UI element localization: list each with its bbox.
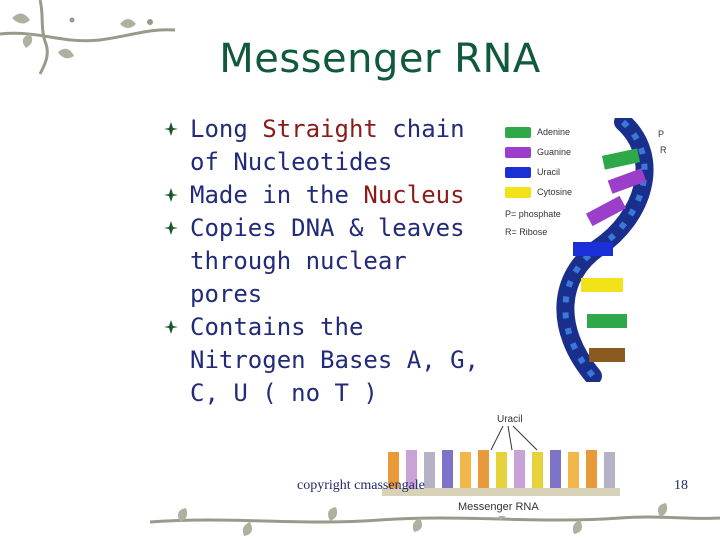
copyright-footer: copyright cmassengale	[297, 478, 425, 493]
legend-label: Uracil	[537, 167, 561, 177]
bullet-text: Long Straight chain of Nucleotides	[190, 115, 465, 176]
legend-label: Cytosine	[537, 187, 573, 197]
legend-swatch	[505, 187, 531, 198]
page-number: 18	[674, 478, 688, 493]
phosphate-note: P= phosphate	[505, 209, 561, 219]
bullet-highlight: Nucleus	[363, 181, 465, 209]
bullet-item: Made in the Nucleus	[163, 179, 493, 212]
legend-swatch	[505, 147, 531, 158]
slide-title: Messenger RNA	[219, 36, 541, 82]
diamond-bullet-icon	[164, 122, 178, 136]
rna-strand-figure: Adenine Guanine Uracil Cytosine P= phosp…	[503, 118, 669, 382]
diamond-bullet-icon	[164, 221, 178, 235]
legend-label: Guanine	[537, 147, 572, 157]
bullet-item: Contains the Nitrogen Bases A, G, C, U (…	[163, 311, 493, 410]
bullet-text: Copies DNA & leaves through nuclear pore…	[190, 214, 465, 308]
ribose-note: R= Ribose	[505, 227, 548, 237]
bullet-text: Made in the Nucleus	[190, 181, 465, 209]
bullet-segment: Copies DNA & leaves through nuclear pore…	[190, 214, 465, 308]
mrna-bases-illustration	[382, 425, 620, 496]
bullet-text: Contains the Nitrogen Bases A, G, C, U (…	[190, 313, 479, 407]
vine-bottom-decoration	[149, 503, 720, 536]
diamond-bullet-icon	[164, 320, 178, 334]
bullet-segment: Long	[190, 115, 263, 143]
legend-label: Adenine	[537, 127, 571, 137]
mrna-bases-figure: Uracil Messenger RNA	[374, 406, 624, 516]
bullet-segment: Made in the	[190, 181, 364, 209]
mrna-caption: Messenger RNA	[458, 501, 539, 513]
strand-label-r: R	[660, 145, 667, 155]
bullet-segment: Contains the Nitrogen Bases A, G, C, U (…	[190, 313, 479, 407]
bullet-segment: chain of Nucleotides	[190, 115, 465, 176]
bullet-item: Long Straight chain of Nucleotides	[163, 113, 493, 179]
uracil-callout: Uracil	[497, 414, 523, 425]
bullet-list: Long Straight chain of Nucleotides Made …	[163, 113, 493, 410]
strand-label-p: P	[658, 129, 665, 139]
bullet-item: Copies DNA & leaves through nuclear pore…	[163, 212, 493, 311]
mrna-base-pegs	[388, 450, 615, 490]
legend-swatch	[505, 167, 531, 178]
vine-top-decoration	[0, 0, 176, 75]
rna-strand-illustration	[556, 118, 654, 382]
legend-swatch	[505, 127, 531, 138]
bullet-highlight: Straight	[262, 115, 378, 143]
diamond-bullet-icon	[164, 188, 178, 202]
